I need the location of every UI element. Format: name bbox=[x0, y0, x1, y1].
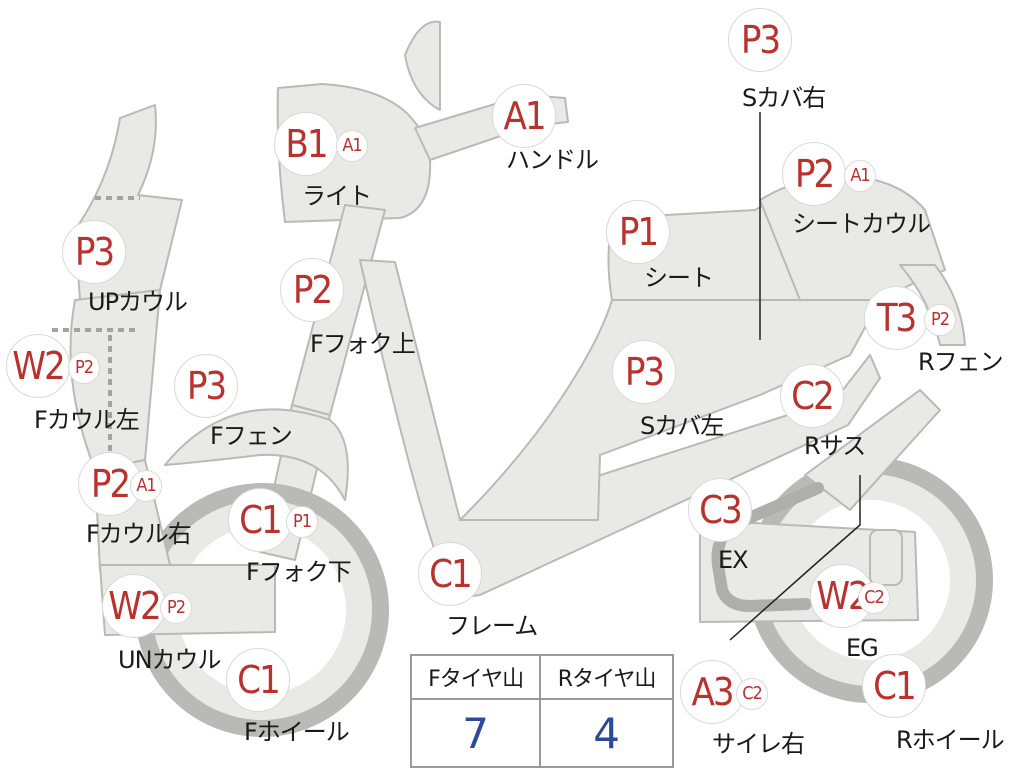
rear-suspension-shape bbox=[804, 389, 941, 511]
side-cover-shape bbox=[459, 299, 881, 521]
front-wheel-label: Fホイール bbox=[244, 718, 350, 746]
seat-cowl-code-badge: A1 bbox=[844, 160, 876, 192]
tire-tread-table: Fタイヤ山 Rタイヤ山 7 4 bbox=[409, 654, 674, 768]
rear-wheel-label: Rホイール bbox=[896, 726, 1005, 754]
seat-label: シート bbox=[644, 264, 714, 292]
engine-label: EG bbox=[846, 634, 879, 662]
rear-wheel-code-badge: C1 bbox=[862, 654, 926, 718]
muffler-right-label: サイレ右 bbox=[712, 730, 805, 758]
ffork-lower-code-badge: C1 bbox=[228, 488, 292, 552]
scover-right-code-badge: P3 bbox=[728, 8, 792, 72]
frame-label: フレーム bbox=[446, 612, 538, 640]
front-fender-label: Fフェン bbox=[210, 422, 293, 450]
rear-shock-shape bbox=[869, 529, 903, 586]
fcowl-left-code-badge: W2 bbox=[6, 334, 70, 398]
under-cowl-label: UNカウル bbox=[118, 646, 222, 674]
up-cowl-code-badge: P3 bbox=[62, 220, 126, 284]
front-fender-code-badge: P3 bbox=[174, 354, 238, 418]
front-tire-header: Fタイヤ山 bbox=[409, 654, 542, 700]
fcowl-left-code-badge: P2 bbox=[68, 352, 100, 384]
ffork-upper-label: Fフォク上 bbox=[310, 330, 416, 358]
leader-lines bbox=[729, 112, 861, 641]
windscreen-shape bbox=[404, 20, 441, 111]
fcowl-right-code-badge: A1 bbox=[130, 470, 162, 502]
engine-code-badge: C2 bbox=[858, 582, 890, 614]
fcowl-right-label: Fカウル右 bbox=[86, 520, 192, 548]
ffork-lower-label: Fフォク下 bbox=[246, 558, 352, 586]
front-wheel-code-badge: C1 bbox=[226, 648, 290, 712]
rear-suspension-label: Rサス bbox=[804, 432, 866, 460]
under-cowl-code-badge: P2 bbox=[160, 592, 192, 624]
light-code-badge: B1 bbox=[274, 112, 338, 176]
exhaust-code-badge: C3 bbox=[688, 478, 752, 542]
front-fender-shape bbox=[164, 408, 349, 501]
scover-left-label: Sカバ左 bbox=[640, 412, 724, 440]
rear-tire-value: 4 bbox=[539, 698, 674, 768]
seat-cowl-code-badge: P2 bbox=[782, 142, 846, 206]
seat-cowl-label: シートカウル bbox=[792, 210, 931, 238]
light-code-badge: A1 bbox=[336, 130, 368, 162]
rear-fender-label: Rフェン bbox=[918, 348, 1004, 376]
under-cowl-code-badge: W2 bbox=[102, 574, 166, 638]
ffork-upper-code-badge: P2 bbox=[280, 258, 344, 322]
rear-tire-header: Rタイヤ山 bbox=[539, 654, 674, 700]
muffler-right-code-badge: A3 bbox=[680, 660, 744, 724]
scover-right-label: Sカバ右 bbox=[742, 84, 826, 112]
light-label: ライト bbox=[302, 182, 372, 210]
fcowl-left-label: Fカウル左 bbox=[34, 406, 140, 434]
rear-suspension-code-badge: C2 bbox=[780, 364, 844, 428]
muffler-right-code-badge: C2 bbox=[736, 678, 768, 710]
rear-fender-code-badge: P2 bbox=[924, 304, 956, 336]
handle-label: ハンドル bbox=[506, 146, 599, 174]
exhaust-label: EX bbox=[718, 546, 749, 574]
ffork-lower-code-badge: P1 bbox=[286, 506, 318, 538]
frame-code-badge: C1 bbox=[418, 542, 482, 606]
handle-code-badge: A1 bbox=[492, 84, 556, 148]
up-cowl-label: UPカウル bbox=[88, 288, 188, 316]
rear-fender-code-badge: T3 bbox=[864, 286, 928, 350]
front-tire-value: 7 bbox=[409, 698, 542, 768]
cowl-dividers bbox=[52, 196, 140, 470]
scover-left-code-badge: P3 bbox=[612, 340, 676, 404]
seat-code-badge: P1 bbox=[606, 200, 670, 264]
